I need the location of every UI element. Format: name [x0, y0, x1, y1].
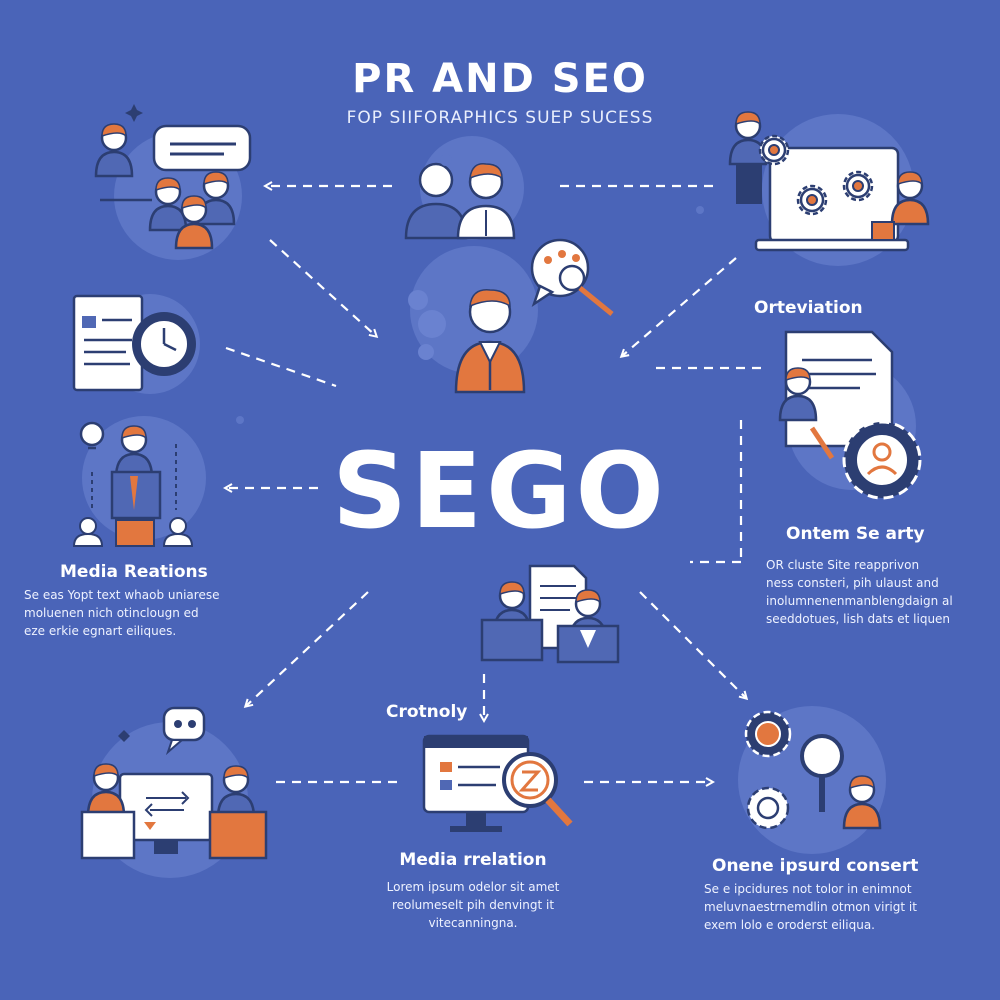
media-rrelation-text: Lorem ipsum odelor sit amet reolumeselt …: [0, 878, 946, 932]
label-media-reations: Media Reations: [60, 562, 208, 582]
idea-person-icon: [72, 416, 206, 547]
team-pair-icon: [404, 136, 524, 240]
center-keyword: SEGO: [332, 430, 668, 552]
text-line: OR cluste Site reapprivon: [766, 558, 920, 572]
text-line: exem lolo e oroderst eiliqua.: [704, 918, 875, 932]
onene-ipsurd-consert-text: Se e ipcidures not tolor in enimnot melu…: [704, 880, 917, 934]
connector-topright-to-center: [622, 257, 737, 356]
label-ontem-se-arty: Ontem Se arty: [786, 524, 925, 544]
text-line: eze erkie egnart eiliques.: [24, 624, 177, 638]
computer-chat-icon: [80, 706, 268, 878]
ontem-se-arty-text: OR cluste Site reapprivon ness consteri,…: [766, 556, 953, 628]
text-line: meluvnaestrnemdlin otmon virigt it: [704, 900, 917, 914]
connector-center-to-bottomright: [639, 591, 746, 698]
text-line: Se e ipcidures not tolor in enimnot: [704, 882, 912, 896]
presentation-team-icon: [94, 104, 252, 260]
connector-center-to-bottomleft: [246, 591, 369, 706]
media-reations-text: Se eas Yopt text whaob uniarese moluenen…: [24, 586, 219, 640]
connector-topleft-to-center: [269, 239, 376, 336]
text-line: reolumeselt pih denvingt it: [391, 898, 555, 912]
pair-document-icon: [480, 564, 620, 664]
page-title: PR AND SEO: [352, 56, 648, 102]
label-media-rrelation: Media rrelation: [399, 850, 547, 870]
text-line: vitecanningna.: [428, 916, 518, 930]
decorative-bubbles: [236, 154, 704, 424]
text-line: Lorem ipsum odelor sit amet: [386, 880, 560, 894]
page-subtitle: FOP SIIFORAPHICS SUEP SUCESS: [346, 108, 654, 128]
document-clock-icon: [72, 294, 200, 394]
gear-magnifier-person-icon: [738, 706, 886, 854]
connector-doc-to-center: [225, 346, 337, 388]
text-line: seeddotues, lish dats et liquen: [766, 612, 951, 626]
label-orteviation: Orteviation: [754, 298, 863, 318]
connectors: [226, 186, 766, 782]
text-line: inolumnenenmanblengdaign al: [766, 594, 953, 608]
document-gear-person-icon: [778, 330, 922, 500]
text-line: ness consteri, pih ulaust and: [766, 576, 939, 590]
search-bubble-person-icon: [408, 238, 614, 394]
text-line: moluenen nich otinclougn ed: [24, 606, 199, 620]
text-line: Se eas Yopt text whaob uniarese: [24, 588, 220, 602]
gear-computer-icon: [728, 110, 930, 266]
label-onene-ipsurd-consert: Onene ipsurd consert: [712, 856, 919, 876]
monitor-magnifier-icon: [422, 734, 573, 832]
label-crotnoly: Crotnoly: [386, 702, 468, 722]
